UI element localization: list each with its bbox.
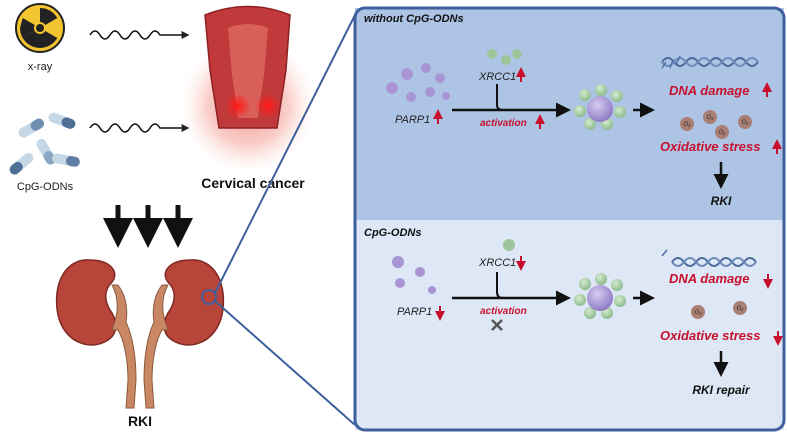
xrcc1-label-bottom: XRCC1 <box>478 257 516 269</box>
bottom-section-title: CpG-ODNs <box>364 227 421 239</box>
parp1-label-top: PARP1 <box>395 114 430 126</box>
ros-label: O₂ <box>719 130 727 136</box>
dna-damaged-icon-top <box>661 55 759 69</box>
activation-label-top: activation <box>480 118 527 129</box>
xrcc1-molecules-top <box>487 49 522 65</box>
zoom-connector-top <box>214 14 356 294</box>
xray-label: x-ray <box>28 61 53 73</box>
outcome-label-bottom: RKI repair <box>692 383 751 397</box>
complex-top <box>574 84 626 130</box>
dna-damage-label-top: DNA damage <box>669 83 749 98</box>
xrcc1-molecule-bottom <box>503 239 515 251</box>
ros-labels-top: O₂ O₂ O₂ O₂ <box>684 115 750 136</box>
cpg-odn-capsules-icon <box>9 112 80 175</box>
right-kidney-illustration <box>143 259 225 409</box>
down-arrows <box>103 205 193 248</box>
parp1-label-bottom: PARP1 <box>397 306 432 318</box>
ros-molecules-bottom <box>691 301 747 319</box>
left-kidney-illustration <box>55 259 137 409</box>
ros-label: O₂ <box>695 310 703 316</box>
cpg-wave-arrow <box>89 123 190 133</box>
ros-label: O₂ <box>737 306 745 312</box>
ros-labels-bottom: O₂ O₂ <box>695 306 745 316</box>
complex-bottom <box>574 273 626 319</box>
ros-label: O₂ <box>684 122 692 128</box>
radiation-icon <box>15 3 65 53</box>
activation-label-bottom: activation <box>480 306 527 317</box>
ros-molecules-top <box>680 110 752 139</box>
rki-label: RKI <box>128 413 152 429</box>
dna-damage-label-bottom: DNA damage <box>669 271 749 286</box>
oxidative-stress-label-top: Oxidative stress <box>660 139 760 154</box>
oxidative-stress-label-bottom: Oxidative stress <box>660 328 760 343</box>
cervix-tumor-illustration <box>180 5 316 173</box>
ros-label: O₂ <box>742 120 750 126</box>
cpg-odn-label: CpG-ODNs <box>17 181 74 193</box>
parp1-molecules-bottom <box>392 256 436 294</box>
cervical-cancer-label: Cervical cancer <box>201 175 305 191</box>
activation-blocked-icon <box>491 319 503 331</box>
outcome-label-top: RKI <box>711 194 732 208</box>
dna-repaired-icon-bottom <box>661 249 757 267</box>
top-section-title: without CpG-ODNs <box>364 13 464 25</box>
ros-label: O₂ <box>707 115 715 121</box>
xrcc1-label-top: XRCC1 <box>478 71 516 83</box>
zoom-connector-bottom <box>214 300 356 426</box>
parp1-molecules-top <box>386 63 450 102</box>
xray-wave-arrow <box>89 30 190 40</box>
mechanism-panel <box>353 6 786 432</box>
